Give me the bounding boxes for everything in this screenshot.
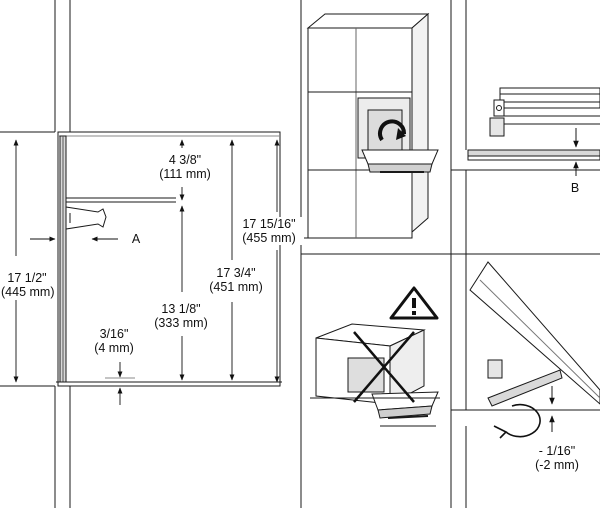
dim-overall-height-imperial: 17 1/2"	[7, 271, 47, 285]
detail-b-view	[450, 0, 600, 254]
tall-cabinet-illustration	[300, 12, 439, 239]
door-detail-view	[450, 254, 600, 508]
main-section-view	[0, 0, 282, 508]
dim-middle-span: 13 1/8" (333 mm)	[148, 302, 214, 330]
dim-door-offset: - 1/16" (-2 mm)	[527, 444, 587, 472]
dim-middle-span-imperial: 13 1/8"	[161, 302, 201, 316]
dim-bottom-gap: 3/16" (4 mm)	[88, 327, 140, 355]
dim-top-offset-imperial: 4 3/8"	[168, 153, 202, 167]
dimension-lines	[13, 139, 280, 405]
dim-overall-height: 17 1/2" (445 mm)	[0, 271, 54, 299]
dim-door-offset-imperial: - 1/16"	[538, 444, 576, 458]
cross-out-mark	[353, 331, 415, 403]
dim-overall-height-metric: (445 mm)	[1, 285, 55, 299]
warning-icon	[389, 286, 439, 320]
dim-cabinet-inner: 17 3/4" (451 mm)	[203, 266, 269, 294]
callout-a-label: A	[131, 232, 141, 246]
dim-cabinet-inner-metric: (451 mm)	[209, 280, 263, 294]
callout-b-label: B	[570, 181, 580, 195]
dim-door-offset-metric: (-2 mm)	[535, 458, 579, 472]
dim-middle-span-metric: (333 mm)	[154, 316, 208, 330]
dim-top-offset-metric: (111 mm)	[159, 167, 211, 181]
dim-cabinet-inner-imperial: 17 3/4"	[216, 266, 256, 280]
dim-cabinet-outer-imperial: 17 15/16"	[242, 217, 296, 231]
dim-top-offset: 4 3/8" (111 mm)	[152, 153, 218, 181]
callout-a: A	[127, 232, 145, 246]
curved-arrow-icon	[493, 403, 541, 439]
callout-b: B	[566, 181, 584, 195]
dim-cabinet-outer-metric: (455 mm)	[242, 231, 296, 245]
rotate-arrow-icon	[378, 119, 406, 142]
dim-bottom-gap-metric: (4 mm)	[94, 341, 134, 355]
dim-cabinet-outer: 17 15/16" (455 mm)	[234, 217, 304, 245]
dim-bottom-gap-imperial: 3/16"	[99, 327, 129, 341]
incorrect-installation-illustration	[310, 323, 440, 427]
